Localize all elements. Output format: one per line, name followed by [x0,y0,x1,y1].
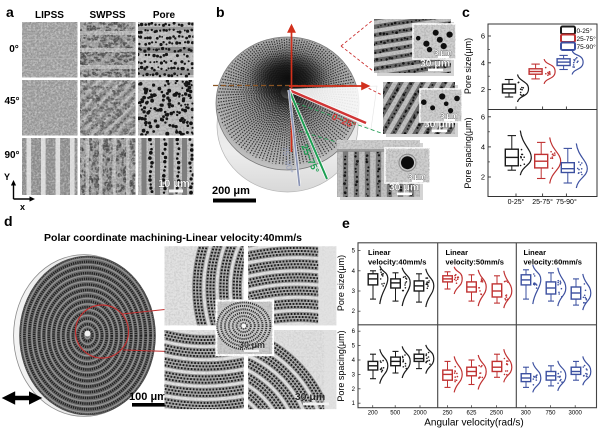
svg-text:0-25°: 0-25° [577,27,593,35]
svg-text:25-75°: 25-75° [577,35,597,43]
svg-text:Linear: Linear [446,248,469,257]
svg-text:5: 5 [352,344,356,350]
svg-text:3: 3 [352,372,356,378]
svg-text:75-90°: 75-90° [556,198,577,206]
svg-text:30 μm: 30 μm [420,58,450,70]
svg-text:625: 625 [466,411,477,417]
svg-text:6: 6 [352,329,356,335]
svg-text:200 μm: 200 μm [212,185,250,197]
svg-text:5: 5 [352,249,356,255]
svg-text:1: 1 [352,401,356,407]
svg-text:c: c [462,4,470,20]
svg-text:Pore: Pore [153,10,176,21]
svg-text:45°: 45° [4,96,19,107]
svg-text:LIPSS: LIPSS [35,10,64,21]
svg-text:2: 2 [352,309,356,315]
svg-text:Pore size(μm): Pore size(μm) [336,255,346,311]
svg-text:3 μm: 3 μm [440,111,458,120]
svg-text:90°: 90° [4,150,19,161]
svg-text:0-25°: 0-25° [508,198,525,206]
svg-text:0°: 0° [9,44,19,55]
svg-text:4: 4 [481,58,485,67]
svg-text:300: 300 [521,411,532,417]
svg-text:30 μm: 30 μm [239,340,265,350]
svg-text:75-90°: 75-90° [577,43,597,51]
svg-text:2: 2 [481,173,485,182]
svg-text:10 μm: 10 μm [158,178,190,190]
svg-text:d: d [4,213,13,229]
svg-text:30 μm: 30 μm [389,182,419,194]
svg-text:4: 4 [481,142,485,151]
svg-text:Pore spacing(μm): Pore spacing(μm) [336,330,346,401]
svg-text:b: b [216,4,225,20]
svg-text:3000: 3000 [569,411,583,417]
svg-text:Y: Y [4,172,10,182]
svg-text:Linear: Linear [524,248,547,257]
svg-text:100 μm: 100 μm [129,391,167,403]
svg-text:velocity:40mm/s: velocity:40mm/s [368,258,426,267]
svg-text:6: 6 [481,32,485,41]
svg-text:Linear: Linear [368,248,391,257]
svg-text:3 μm: 3 μm [434,48,452,57]
svg-text:velocity:60mm/s: velocity:60mm/s [524,258,582,267]
svg-text:x: x [20,202,25,212]
svg-text:750: 750 [545,411,556,417]
svg-text:250: 250 [442,411,453,417]
svg-text:3 μm: 3 μm [408,172,426,181]
svg-text:Polar coordinate machining-Lin: Polar coordinate machining-Linear veloci… [44,232,302,244]
svg-text:SWPSS: SWPSS [89,10,125,21]
svg-text:e: e [342,215,350,231]
svg-text:4: 4 [352,269,356,275]
svg-text:Pore spacing(μm): Pore spacing(μm) [463,117,473,188]
svg-text:a: a [6,4,14,20]
svg-text:25-75°: 25-75° [532,198,553,206]
svg-text:velocity:50mm/s: velocity:50mm/s [446,258,504,267]
svg-text:Angular velocity(rad/s): Angular velocity(rad/s) [424,418,523,429]
svg-text:2500: 2500 [490,411,504,417]
svg-text:3: 3 [352,289,356,295]
svg-text:2: 2 [481,85,485,94]
svg-text:200: 200 [368,411,379,417]
svg-text:4: 4 [352,358,356,364]
svg-text:2000: 2000 [413,411,427,417]
svg-text:30 μm: 30 μm [295,391,325,403]
svg-text:Pore size(μm): Pore size(μm) [463,38,473,94]
svg-text:6: 6 [481,112,485,121]
svg-text:2: 2 [352,387,356,393]
svg-text:500: 500 [390,411,401,417]
